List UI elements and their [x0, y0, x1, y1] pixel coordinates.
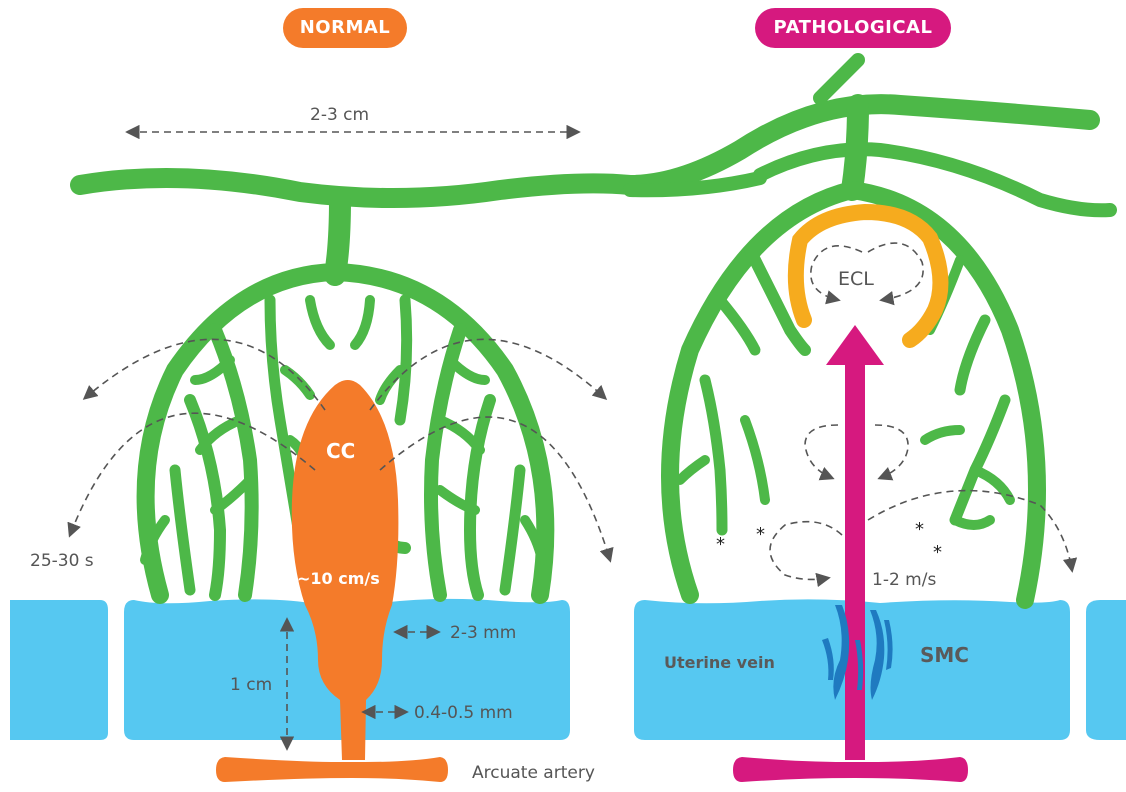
inner-width-label: 0.4-0.5 mm	[414, 703, 513, 723]
pathological-arcuate-artery	[733, 757, 968, 782]
transit-time-label: 25-30 s	[30, 551, 94, 571]
asterisk-marker: *	[716, 534, 725, 555]
ecl-label: ECL	[838, 268, 874, 290]
chorionic-plate	[80, 104, 1090, 198]
cc-label: CC	[326, 439, 355, 463]
cc-velocity-label: ~10 cm/s	[297, 569, 380, 588]
artery-length-label: 1 cm	[230, 675, 272, 695]
asterisk-marker: *	[756, 524, 765, 545]
normal-header-badge: NORMAL	[283, 8, 407, 48]
asterisk-marker: *	[933, 542, 942, 563]
width-span-label: 2-3 cm	[310, 105, 369, 125]
pathological-header-badge: PATHOLOGICAL	[755, 8, 951, 48]
jet-arrowhead	[826, 325, 884, 365]
jet-velocity-label: 1-2 m/s	[872, 570, 936, 590]
jet-shaft	[845, 360, 865, 760]
lower-flow-left	[770, 522, 842, 580]
smc-label: SMC	[920, 643, 969, 667]
arcuate-artery-label: Arcuate artery	[472, 763, 595, 783]
pathological-stem-villus	[852, 105, 858, 190]
uterine-vein-label: Uterine vein	[664, 653, 775, 672]
ecl-vortex-right	[868, 243, 923, 300]
outer-width-label: 2-3 mm	[450, 623, 516, 643]
asterisk-marker: *	[915, 519, 924, 540]
myometrium-right-edge	[1086, 600, 1126, 740]
flow-arc-right-lower	[380, 417, 610, 560]
myometrium-left-edge	[10, 600, 108, 740]
mid-vortex-left	[805, 425, 838, 478]
arcuate-artery	[216, 757, 448, 782]
mid-vortex-right	[875, 425, 908, 478]
myometrium	[10, 599, 1126, 740]
